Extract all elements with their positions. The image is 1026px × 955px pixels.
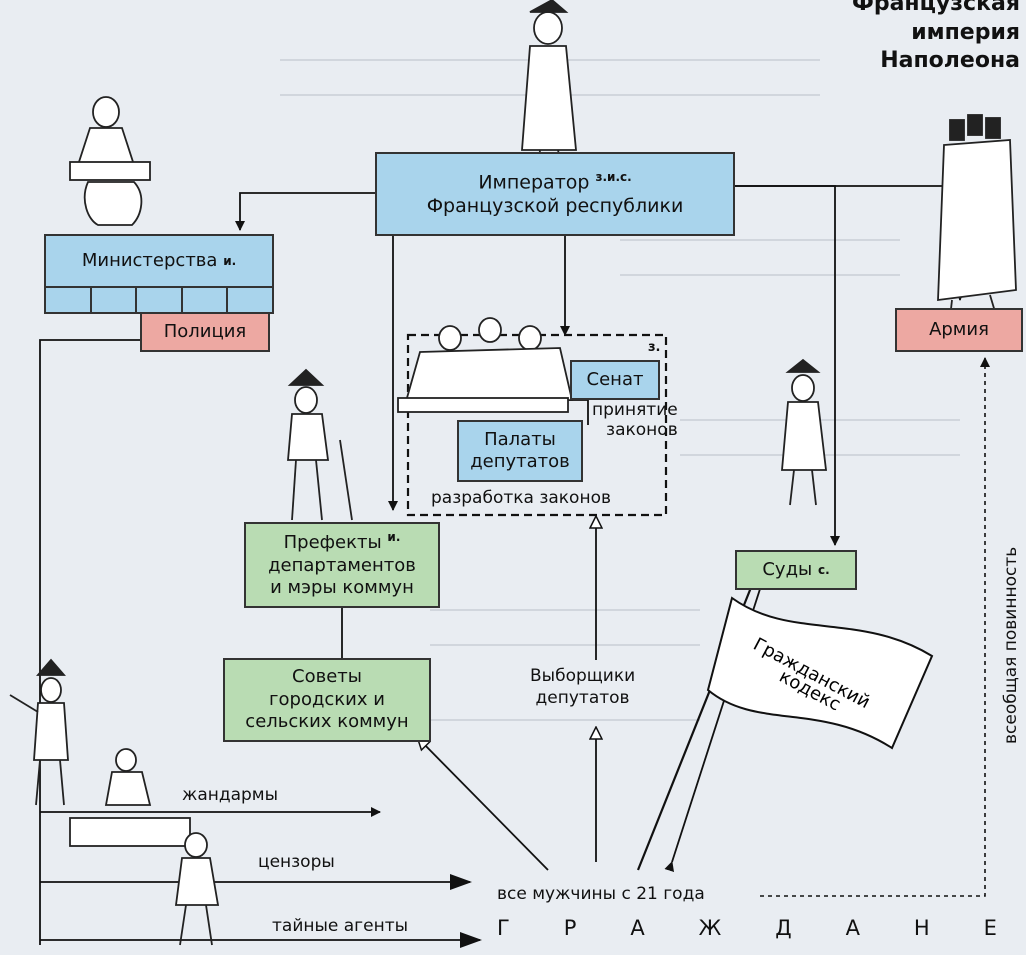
police-label: Полиция [163, 320, 247, 342]
ministries-box: Министерства и. [44, 234, 274, 286]
emperor-box: Император з.и.с. Французской республики [375, 152, 735, 236]
ministries-subdivisions [44, 286, 274, 314]
deputies-box: Палаты депутатов [457, 420, 583, 482]
gendarme-figure [9, 658, 69, 806]
page-title: Французская империя Наполеона [852, 0, 1020, 76]
judge-figure [781, 358, 828, 506]
minister-figure [69, 96, 151, 226]
army-label: Армия [929, 318, 989, 340]
soldiers-figure [937, 114, 1017, 319]
courts-label: Суды [762, 558, 813, 580]
courts-box: Суды с. [735, 550, 857, 590]
gendarmes-label: жандармы [182, 785, 279, 805]
emperor-subtitle: Французской республики [426, 194, 684, 217]
all-men-label: все мужчины с 21 года [497, 884, 705, 904]
title-line1: Французская [852, 0, 1020, 16]
arrow-citizens-councils [418, 738, 549, 871]
legislators-figure [397, 317, 574, 413]
prefects-mark: и. [387, 530, 401, 545]
police-line [39, 339, 140, 945]
arrow-emperor-army [735, 185, 965, 301]
emperor-mark: з.и.с. [595, 169, 632, 184]
legislature-mark: з. [648, 340, 661, 355]
citizens-label: Г Р А Ж Д А Н Е [497, 916, 997, 940]
figures [9, 0, 1017, 946]
emperor-label: Император [478, 170, 590, 193]
arrow-courts-citizens [664, 557, 772, 873]
conscription-label: всеобщая повинность [1001, 546, 1021, 744]
arrow-conscription [760, 357, 990, 897]
arrow-emperor-ministries [235, 192, 375, 231]
arrow-emperor-courts [735, 185, 840, 546]
title-line3: Наполеона [880, 48, 1020, 74]
electors-label: Выборщики депутатов [530, 666, 636, 709]
ministries-mark: и. [223, 253, 237, 268]
courts-mark: с. [817, 562, 830, 577]
censor-figure [174, 832, 220, 946]
prefects-box: Префекты и. департаментов и мэры коммун [244, 522, 440, 608]
emperor-figure [521, 0, 577, 171]
censors-label: цензоры [258, 852, 335, 872]
drafting-label: разработка законов [431, 488, 611, 508]
clerk-figure [69, 748, 191, 847]
title-line2: империя [911, 19, 1020, 45]
councils-box: Советы городских и сельских коммун [223, 658, 431, 742]
senate-label: Сенат [586, 368, 644, 390]
prefect-figure [287, 368, 353, 521]
police-box: Полиция [140, 312, 270, 352]
civil-code-flag: Гражданский кодекс [636, 584, 934, 871]
adoption-label: принятие законов [592, 400, 678, 441]
army-box: Армия [895, 308, 1023, 352]
legislature-frame [406, 333, 668, 517]
link-deputies-senate [570, 399, 589, 425]
ministries-label: Министерства [81, 249, 218, 271]
senate-box: Сенат [570, 360, 660, 400]
secret-agents-label: тайные агенты [272, 916, 409, 936]
